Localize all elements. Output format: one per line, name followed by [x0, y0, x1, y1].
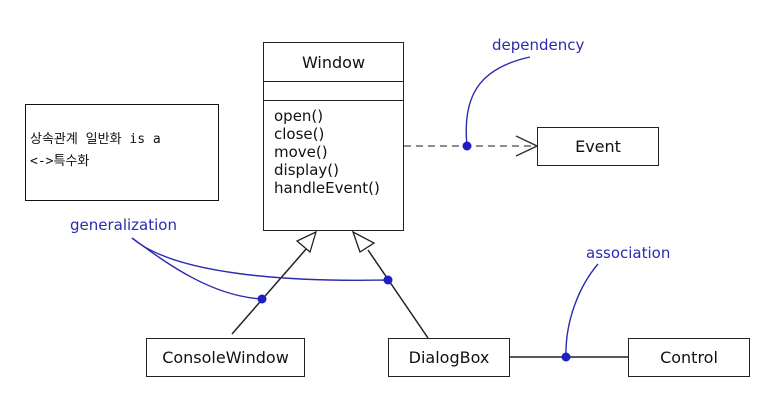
note-line-1: 상속관계 일반화 is a: [30, 132, 161, 147]
window-class-name: Window: [264, 43, 403, 82]
generalization-label: generalization: [70, 216, 177, 234]
operation-move: move(): [274, 143, 328, 161]
generalization-arrowhead-dialogbox: [351, 230, 376, 253]
consolewindow-class: ConsoleWindow: [146, 338, 305, 377]
operation-open: open(): [274, 107, 324, 125]
operation-display: display(): [274, 161, 339, 179]
dialogbox-class: DialogBox: [388, 338, 510, 377]
association-label: association: [586, 244, 671, 262]
dependency-pointer-dot: [462, 141, 472, 151]
window-class-attributes: [264, 82, 403, 101]
window-class: Window open() close() move() display() h…: [263, 42, 404, 231]
event-class: Event: [537, 127, 659, 166]
association-pointer-dot: [561, 352, 571, 362]
operation-close: close(): [274, 125, 325, 143]
dialogbox-class-name: DialogBox: [408, 348, 490, 367]
note-line-2: <->특수화: [30, 154, 90, 169]
note-box: 상속관계 일반화 is a <->특수화: [25, 104, 219, 201]
generalization-line-dialogbox: [367, 249, 429, 339]
dependency-label: dependency: [492, 36, 585, 54]
association-pointer-curve: [565, 263, 599, 358]
generalization-arrowhead-consolewindow: [295, 230, 318, 254]
generalization-line-consolewindow: [231, 247, 308, 335]
generalization-pointer-curve-2: [131, 237, 389, 281]
generalization-pointer-dot-1: [257, 294, 267, 304]
generalization-pointer-dot-2: [383, 275, 393, 285]
control-class: Control: [628, 338, 750, 377]
generalization-pointer-curve-1: [131, 237, 263, 300]
operation-handleevent: handleEvent(): [274, 179, 380, 197]
control-class-name: Control: [660, 348, 718, 367]
dependency-pointer-curve: [465, 56, 531, 147]
window-class-operations: open() close() move() display() handleEv…: [264, 101, 403, 197]
event-class-name: Event: [575, 137, 621, 156]
consolewindow-class-name: ConsoleWindow: [162, 348, 289, 367]
